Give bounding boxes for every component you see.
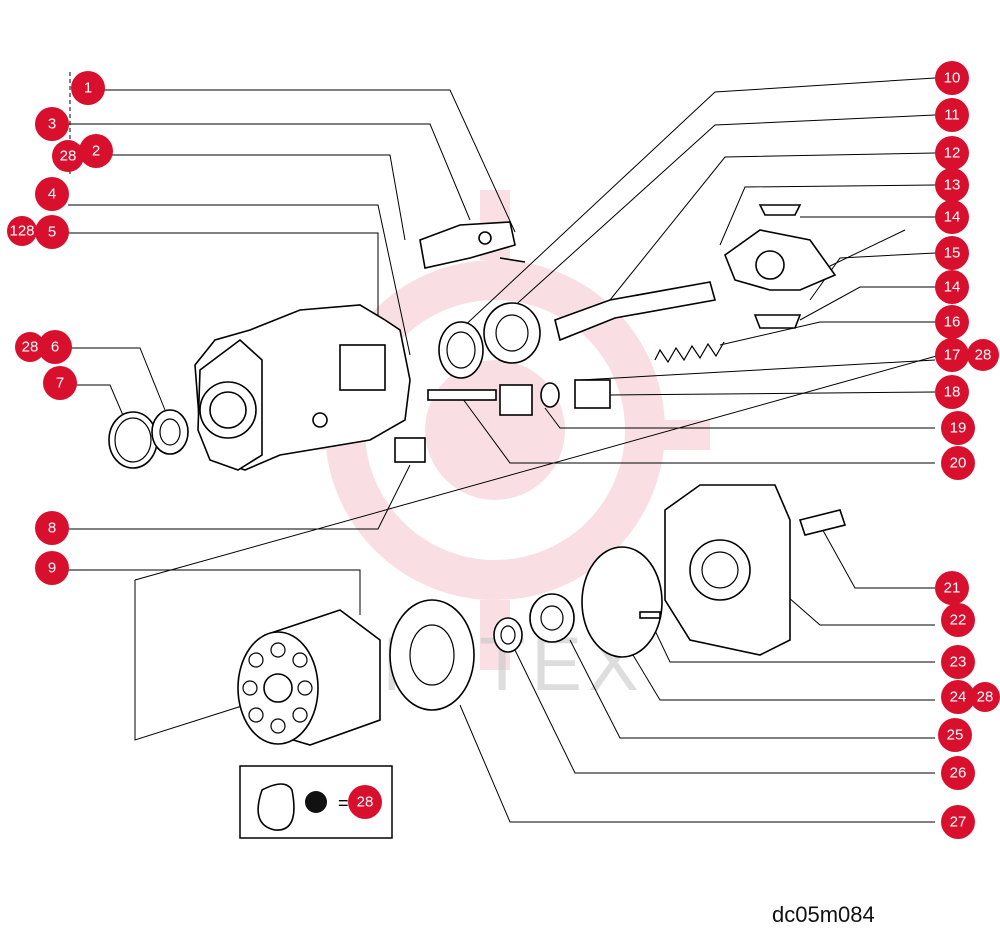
bearing-25 (529, 593, 575, 643)
svg-text:14: 14 (944, 279, 961, 296)
diagram-caption: dc05m084 (772, 902, 875, 927)
svg-text:128: 128 (9, 223, 34, 240)
callout-15: 15 (935, 236, 969, 270)
callout-2: 2 (79, 134, 113, 168)
svg-text:13: 13 (944, 177, 961, 194)
screw-21 (798, 509, 847, 536)
svg-text:17: 17 (944, 347, 961, 364)
svg-text:28: 28 (977, 689, 994, 706)
callout-128: 128 (7, 216, 37, 246)
callout-8: 8 (35, 511, 69, 545)
callout-3: 3 (35, 107, 69, 141)
callout-28-a: 28 (52, 140, 84, 172)
callout-6: 6 (38, 330, 72, 364)
svg-text:20: 20 (950, 455, 967, 472)
leader-lines (68, 77, 941, 823)
svg-text:3: 3 (48, 116, 56, 133)
svg-text:16: 16 (944, 314, 961, 331)
callout-28-d: 28 (970, 682, 1000, 712)
callout-11: 11 (935, 98, 969, 132)
svg-text:27: 27 (950, 814, 967, 831)
snap-ring-7 (108, 411, 158, 469)
callout-13: 13 (935, 168, 969, 202)
callout-5: 5 (35, 215, 69, 249)
svg-text:4: 4 (48, 186, 56, 203)
svg-text:6: 6 (51, 339, 59, 356)
svg-text:25: 25 (947, 727, 964, 744)
callout-26: 26 (941, 756, 975, 790)
svg-text:14: 14 (944, 209, 961, 226)
svg-text:2: 2 (92, 143, 100, 160)
spring-16 (654, 341, 725, 364)
seal-kit-legend: = (239, 765, 393, 839)
ring-10 (438, 321, 484, 379)
callout-17: 17 (935, 338, 969, 372)
svg-text:12: 12 (944, 145, 961, 162)
svg-text:15: 15 (944, 245, 961, 262)
drive-shaft-12 (554, 281, 717, 342)
ring-26 (493, 617, 523, 653)
svg-text:19: 19 (950, 420, 967, 437)
callout-14-a: 14 (935, 200, 969, 234)
pump-housing (194, 304, 411, 471)
shaft-seal-6 (151, 409, 189, 455)
fitting-8 (394, 437, 426, 463)
callout-24: 24 (941, 680, 975, 714)
callout-14-b: 14 (935, 270, 969, 304)
svg-text:18: 18 (944, 384, 961, 401)
svg-text:7: 7 (56, 375, 64, 392)
o-ring-24 (581, 546, 663, 658)
cylinder-block-9 (237, 609, 381, 746)
svg-text:23: 23 (950, 654, 967, 671)
sleeve-19 (499, 384, 533, 416)
callout-21: 21 (935, 571, 969, 605)
valve-plate-27 (389, 599, 475, 711)
callout-28-b: 28 (15, 332, 45, 362)
callout-18: 18 (935, 375, 969, 409)
svg-text:9: 9 (48, 560, 56, 577)
svg-text:28: 28 (975, 347, 992, 364)
control-valve-1 (419, 221, 526, 269)
svg-text:21: 21 (944, 580, 961, 597)
swashplate-15 (724, 204, 837, 329)
svg-text:5: 5 (48, 224, 56, 241)
callout-7: 7 (43, 366, 77, 400)
svg-text:22: 22 (950, 612, 967, 629)
svg-text:28: 28 (357, 794, 374, 811)
callout-12: 12 (935, 136, 969, 170)
svg-text:1: 1 (84, 80, 92, 97)
svg-text:11: 11 (944, 107, 960, 124)
svg-text:8: 8 (48, 520, 56, 537)
callout-4: 4 (35, 177, 69, 211)
rear-cover-22 (664, 484, 791, 656)
callout-23: 23 (941, 645, 975, 679)
o-ring-18 (540, 382, 560, 408)
svg-text:10: 10 (944, 70, 961, 87)
callout-1: 1 (71, 71, 105, 105)
callout-19: 19 (941, 411, 975, 445)
callout-9: 9 (35, 551, 69, 585)
svg-text:28: 28 (22, 339, 39, 356)
callout-25: 25 (938, 718, 972, 752)
callout-28-c: 28 (967, 339, 999, 371)
plug-18 (574, 379, 611, 409)
bearing-11 (483, 302, 541, 364)
piston-pin-20 (427, 389, 497, 401)
svg-text:=: = (338, 793, 349, 813)
svg-text:26: 26 (950, 765, 967, 782)
pin-23 (639, 611, 661, 619)
callout-28-e: 28 (348, 785, 382, 819)
callout-10: 10 (935, 61, 969, 95)
svg-text:24: 24 (950, 689, 967, 706)
callout-22: 22 (941, 603, 975, 637)
callout-16: 16 (935, 305, 969, 339)
svg-text:28: 28 (60, 148, 77, 165)
callout-27: 27 (941, 805, 975, 839)
callout-20: 20 (941, 446, 975, 480)
callout-badges: 1 3 28 2 4 128 5 28 6 7 8 9 10 11 12 13 … (7, 61, 1000, 839)
